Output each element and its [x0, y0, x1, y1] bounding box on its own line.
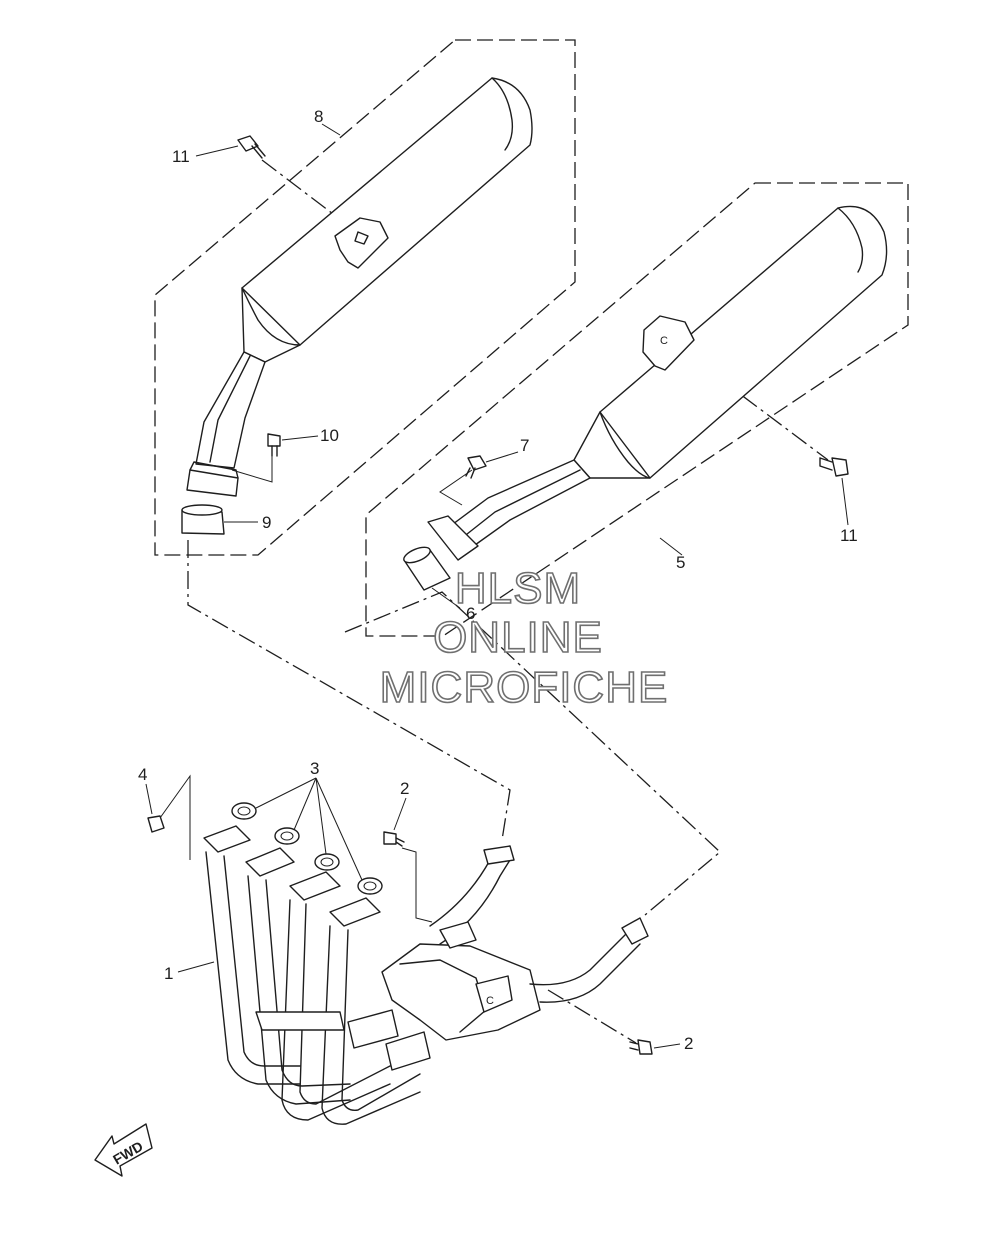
- connection-line-bolt-2-upper: [401, 847, 433, 923]
- left-muffler: [186, 77, 533, 497]
- connection-line-left-muffler: [187, 540, 511, 841]
- callout-2-lower: 2: [684, 1034, 693, 1053]
- connection-line-bolt-7: [439, 469, 473, 506]
- connection-line-bolt-2-lower: [547, 989, 637, 1044]
- port-gasket: [231, 802, 257, 820]
- callout-5: 5: [676, 553, 685, 572]
- callout-11-left: 11: [172, 147, 190, 166]
- watermark-line-1: HLSM: [455, 564, 581, 613]
- right-gasket: [403, 546, 451, 591]
- connection-line-nut-4: [159, 774, 191, 860]
- right-muffler: C: [427, 205, 888, 561]
- bolt-2-upper: [383, 831, 405, 847]
- bolt-11-left: [237, 135, 266, 159]
- callout-2-upper: 2: [400, 779, 409, 798]
- bolt-2-lower: [629, 1039, 653, 1055]
- left-muffler-assembly-boundary: [154, 39, 576, 556]
- callout-10: 10: [320, 426, 339, 445]
- forward-direction-arrow: FWD: [94, 1123, 153, 1177]
- exhaust-port-gaskets: [231, 802, 383, 895]
- callout-4: 4: [138, 765, 147, 784]
- watermark: HLSM ONLINE MICROFICHE: [379, 563, 669, 713]
- bolt-7: [465, 455, 487, 479]
- port-gasket: [314, 853, 340, 871]
- exhaust-header-pipes: C: [203, 825, 649, 1125]
- c-mark-collector: C: [486, 995, 494, 1007]
- left-gasket: [181, 504, 225, 535]
- callout-6: 6: [466, 604, 475, 623]
- watermark-line-3: MICROFICHE: [380, 663, 669, 712]
- connection-line-bolt-10: [231, 452, 273, 483]
- callout-11-right: 11: [840, 526, 858, 545]
- nut-4: [147, 815, 165, 833]
- callout-8: 8: [314, 107, 323, 126]
- connection-line-right-muffler: [344, 591, 721, 916]
- callout-9: 9: [262, 513, 271, 532]
- callout-7: 7: [520, 436, 529, 455]
- port-gasket: [357, 877, 383, 895]
- watermark-line-2: ONLINE: [433, 613, 603, 662]
- callout-1: 1: [164, 964, 173, 983]
- c-mark-right-muffler: C: [660, 335, 668, 347]
- callout-3: 3: [310, 759, 319, 778]
- port-gasket: [274, 827, 300, 845]
- bolt-10: [267, 433, 281, 457]
- callout-leaders: [145, 123, 849, 1049]
- bolt-11-right: [819, 457, 849, 477]
